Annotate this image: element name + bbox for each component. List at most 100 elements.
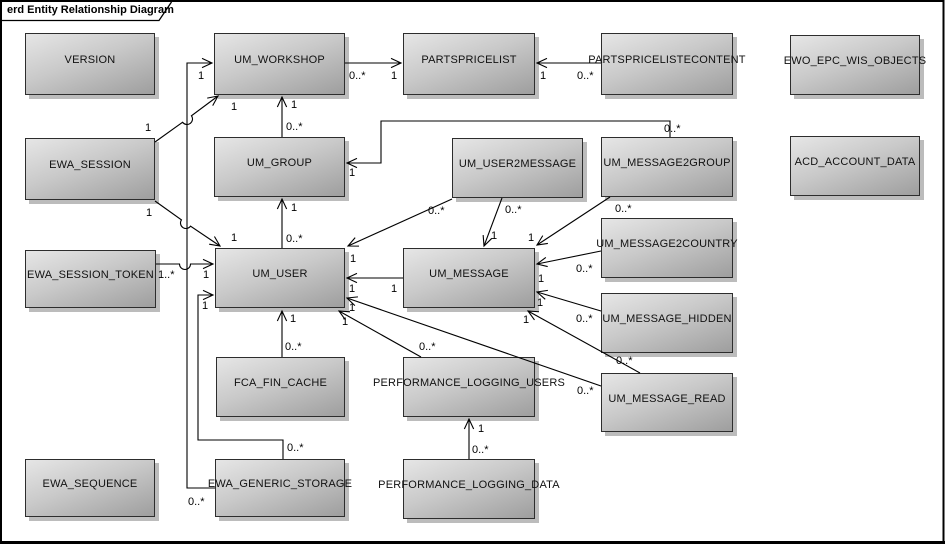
entity-um-message-hidden[interactable]: UM_MESSAGE_HIDDEN xyxy=(601,293,733,353)
connector-um_message2group-um_group-arrowhead xyxy=(345,157,358,169)
connector-um_message_read-um_user-target-multiplicity: 1 xyxy=(349,302,355,314)
diagram-frame-title: erd Entity Relationship Diagram xyxy=(7,4,174,16)
connector-um_message-um_user-source-multiplicity: 1 xyxy=(391,283,397,295)
connector-ewa_session-um_workshop-arrowhead xyxy=(207,95,220,106)
entity-label: UM_MESSAGE_HIDDEN xyxy=(602,313,732,325)
connector-um_user2message-um_message xyxy=(483,197,503,247)
connector-partspricelistecontent-partspricelist-source-multiplicity: 0..* xyxy=(577,70,594,82)
connector-um_message2group-um_message-source-multiplicity: 0..* xyxy=(615,203,632,215)
connector-um_group-um_workshop-target-multiplicity: 1 xyxy=(291,99,297,111)
connector-um_user2message-um_user-source-multiplicity: 0..* xyxy=(428,205,445,217)
entity-label: VERSION xyxy=(64,54,116,66)
entity-label: UM_MESSAGE2COUNTRY xyxy=(596,238,738,250)
connector-um_message-um_user-target-multiplicity: 1 xyxy=(349,283,355,295)
connector-performance_logging_users-um_user-arrowhead xyxy=(337,310,351,321)
entity-ewa-sequence[interactable]: EWA_SEQUENCE xyxy=(25,459,155,517)
entity-performance-logging-data[interactable]: PERFORMANCE_LOGGING_DATA xyxy=(378,459,560,519)
connector-ewa_session-um_workshop xyxy=(154,95,219,143)
connector-ewa_session_token-um_user xyxy=(156,263,213,270)
connector-um_user2message-um_message-target-multiplicity: 1 xyxy=(491,230,497,242)
connector-um_message_read-um_user-arrowhead xyxy=(345,296,358,307)
connector-um_message2country-um_message-target-multiplicity: 1 xyxy=(538,273,544,285)
connector-fca_fin_cache-um_user-source-multiplicity: 0..* xyxy=(285,341,302,353)
entity-label: UM_WORKSHOP xyxy=(234,54,325,66)
entity-ewa-session[interactable]: EWA_SESSION xyxy=(25,138,155,200)
entity-ewa-session-token[interactable]: EWA_SESSION_TOKEN xyxy=(25,250,156,308)
connector-um_user-um_group-arrowhead xyxy=(276,197,288,210)
entity-partspricelist[interactable]: PARTSPRICELIST xyxy=(403,33,535,95)
connector-ewa_session-um_user-arrowhead xyxy=(209,236,222,247)
connector-ewa_generic_storage-um_workshop-target-multiplicity: 1 xyxy=(198,70,204,82)
connector-ewa_generic_storage-um_workshop-source-multiplicity: 0..* xyxy=(188,496,205,508)
connector-um_message2country-um_message-source-multiplicity: 0..* xyxy=(576,263,593,275)
connector-um_user2message-um_message-source-multiplicity: 0..* xyxy=(505,204,522,216)
connector-um_group-um_workshop-arrowhead xyxy=(276,95,288,108)
connector-um_user2message-um_user xyxy=(347,198,453,247)
connector-um_message2group-um_group-source-multiplicity: 0..* xyxy=(664,123,681,135)
entity-label: UM_USER2MESSAGE xyxy=(458,158,577,170)
connector-ewa_session-um_workshop-target-multiplicity: 1 xyxy=(231,101,237,113)
connector-um_message_read-um_user-source-multiplicity: 0..* xyxy=(577,385,594,397)
connector-um_message2country-um_message-arrowhead xyxy=(535,257,548,268)
entity-acd-account-data[interactable]: ACD_ACCOUNT_DATA xyxy=(790,136,920,196)
entity-um-message2country[interactable]: UM_MESSAGE2COUNTRY xyxy=(596,218,738,278)
entity-partspricelistecontent[interactable]: PARTSPRICELISTECONTENT xyxy=(588,33,746,95)
connector-um_message_hidden-um_message-arrowhead xyxy=(535,289,548,300)
connector-performance_logging_data-performance_logging_users-arrowhead xyxy=(463,417,475,430)
entity-label: UM_USER xyxy=(252,268,308,280)
connector-performance_logging_data-performance_logging_users-target-multiplicity: 1 xyxy=(478,423,484,435)
entity-um-user2message[interactable]: UM_USER2MESSAGE xyxy=(452,138,583,198)
connector-um_message2group-um_message-arrowhead xyxy=(535,235,548,246)
connector-um_user2message-um_message-arrowhead xyxy=(482,234,493,248)
entity-performance-logging-users[interactable]: PERFORMANCE_LOGGING_USERS xyxy=(373,357,565,417)
connector-um_message2country-um_message xyxy=(536,250,602,265)
connector-fca_fin_cache-um_user-target-multiplicity: 1 xyxy=(290,313,296,325)
entity-ewo-epc-wis-objects[interactable]: EWO_EPC_WIS_OBJECTS xyxy=(784,35,926,95)
entity-um-message-read[interactable]: UM_MESSAGE_READ xyxy=(601,373,733,432)
connector-ewa_session-um_user-source-multiplicity: 1 xyxy=(146,207,152,219)
entity-label: PERFORMANCE_LOGGING_USERS xyxy=(372,377,566,389)
connector-um_user-um_group-target-multiplicity: 1 xyxy=(291,202,297,214)
connector-um_message_read-um_message-arrowhead xyxy=(526,310,540,321)
entity-label: UM_MESSAGE xyxy=(429,268,509,280)
entity-label: EWA_SESSION xyxy=(49,159,131,171)
connector-performance_logging_users-um_user-source-multiplicity: 0..* xyxy=(419,341,436,353)
entity-fca-fin-cache[interactable]: FCA_FIN_CACHE xyxy=(216,357,345,417)
entity-version[interactable]: VERSION xyxy=(25,33,155,95)
connector-performance_logging_users-um_user-target-multiplicity: 1 xyxy=(342,316,348,328)
connector-ewa_session-um_user xyxy=(154,200,221,247)
connector-performance_logging_users-um_user xyxy=(338,310,422,358)
entity-um-workshop[interactable]: UM_WORKSHOP xyxy=(214,33,345,95)
entity-label: UM_MESSAGE2GROUP xyxy=(603,157,731,169)
entity-label: PARTSPRICELIST xyxy=(421,54,517,66)
connector-um_message-um_user-arrowhead xyxy=(345,272,358,284)
connector-um_message2group-um_message-target-multiplicity: 1 xyxy=(528,232,534,244)
connector-um_message_hidden-um_message xyxy=(536,291,602,312)
connector-um_user2message-um_user-arrowhead xyxy=(346,237,360,247)
connector-ewa_generic_storage-um_user-target-multiplicity: 1 xyxy=(202,300,208,312)
connector-ewa_generic_storage-um_workshop xyxy=(186,62,215,489)
entity-label: FCA_FIN_CACHE xyxy=(233,377,328,389)
connector-um_message2group-um_group-target-multiplicity: 1 xyxy=(349,167,355,179)
connector-um_user2message-um_user-target-multiplicity: 1 xyxy=(350,253,356,265)
entity-um-group[interactable]: UM_GROUP xyxy=(214,137,345,197)
entity-um-user[interactable]: UM_USER xyxy=(215,248,345,308)
connector-um_user-um_group-source-multiplicity: 0..* xyxy=(286,233,303,245)
entity-um-message2group[interactable]: UM_MESSAGE2GROUP xyxy=(601,137,733,197)
entity-label: PARTSPRICELISTECONTENT xyxy=(588,54,746,66)
connector-partspricelistecontent-partspricelist-target-multiplicity: 1 xyxy=(540,70,546,82)
connector-ewa_session_token-um_user-arrowhead xyxy=(202,258,215,270)
connector-um_message_hidden-um_message-target-multiplicity: 1 xyxy=(537,297,543,309)
entity-label: EWA_SESSION_TOKEN xyxy=(27,269,154,281)
entity-label: EWA_SEQUENCE xyxy=(42,478,138,490)
entity-ewa-generic-storage[interactable]: EWA_GENERIC_STORAGE xyxy=(208,459,352,517)
connector-ewa_generic_storage-um_user-arrowhead xyxy=(202,289,215,301)
connector-um_group-um_workshop-source-multiplicity: 0..* xyxy=(286,121,303,133)
connector-um_workshop-partspricelist-target-multiplicity: 1 xyxy=(391,70,397,82)
connector-fca_fin_cache-um_user-arrowhead xyxy=(276,309,288,322)
entity-label: UM_GROUP xyxy=(246,157,313,169)
connector-partspricelistecontent-partspricelist-arrowhead xyxy=(535,57,548,69)
connector-um_message_read-um_message-source-multiplicity: 0..* xyxy=(616,355,633,367)
entity-um-message[interactable]: UM_MESSAGE xyxy=(403,248,535,308)
